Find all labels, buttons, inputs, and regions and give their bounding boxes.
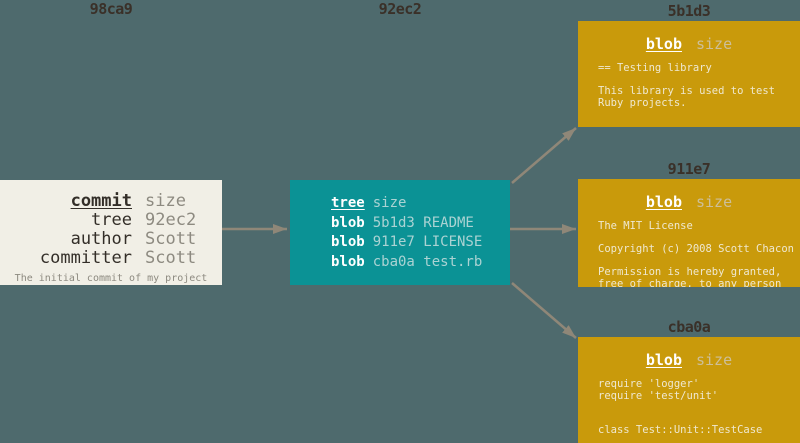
commit-field-value: Scott <box>145 248 197 268</box>
commit-field-row: committer Scott <box>0 249 222 268</box>
tree-entry-type: tree <box>331 195 365 211</box>
tree-entry-type: blob <box>331 253 365 270</box>
tree-entry-detail: cba0a test.rb <box>372 253 483 270</box>
arrow-tree-to-blob-5b1d3 <box>511 127 577 184</box>
tree-entry-detail: size <box>372 195 407 211</box>
commit-field-label: commit <box>70 191 132 211</box>
blob-object-box-5b1d3: blob size == Testing library This library… <box>578 21 800 127</box>
tree-entry-detail: 5b1d3 README <box>372 214 474 231</box>
commit-field-row: tree 92ec2 <box>0 211 222 230</box>
blob-content: The MIT License Copyright (c) 2008 Scott… <box>598 220 794 287</box>
blob-object-box-911e7: blob size The MIT License Copyright (c) 2… <box>578 179 800 287</box>
blob-header: blob size <box>578 193 800 211</box>
commit-object-box: commit size tree 92ec2 author Scott comm… <box>0 180 222 285</box>
blob-hash-label-5b1d3: 5b1d3 <box>667 2 711 20</box>
tree-entry-row: blob cba0a test.rb <box>331 253 510 273</box>
commit-field-label: committer <box>39 248 132 268</box>
tree-entry-detail: 911e7 LICENSE <box>372 234 483 250</box>
commit-field-label: tree <box>91 210 132 230</box>
blob-hash-label-cba0a: cba0a <box>667 318 711 336</box>
tree-object-box: tree size blob 5b1d3 README blob 911e7 LICE… <box>290 180 510 285</box>
tree-entry-type: blob <box>331 214 365 231</box>
commit-hash-label: 98ca9 <box>89 0 133 18</box>
commit-field-row: author Scott <box>0 230 222 249</box>
blob-type-label: blob <box>645 351 682 369</box>
tree-entry-row: blob 5b1d3 README <box>331 214 510 234</box>
blob-size-label: size <box>696 35 733 53</box>
blob-hash-label-911e7: 911e7 <box>667 160 711 178</box>
commit-message: The initial commit of my project <box>14 273 208 284</box>
blob-object-box-cba0a: blob size require 'logger' require 'test/… <box>578 337 800 443</box>
blob-content: == Testing library This library is used … <box>598 62 776 109</box>
commit-field-label: author <box>70 229 132 249</box>
commit-field-value: size <box>145 191 186 211</box>
commit-fields: commit size tree 92ec2 author Scott comm… <box>0 180 222 268</box>
commit-field-value: Scott <box>145 229 197 249</box>
tree-entry-row: blob 911e7 LICENSE <box>331 233 510 253</box>
tree-hash-label: 92ec2 <box>378 0 422 18</box>
blob-content: require 'logger' require 'test/unit' cla… <box>598 378 763 436</box>
blob-size-label: size <box>696 193 733 211</box>
arrow-tree-to-blob-cba0a <box>511 282 577 339</box>
tree-entries: tree size blob 5b1d3 README blob 911e7 LICE… <box>290 180 510 272</box>
blob-type-label: blob <box>645 193 682 211</box>
commit-field-row: commit size <box>0 192 222 211</box>
tree-entry-row: tree size <box>331 194 510 214</box>
commit-field-value: 92ec2 <box>145 210 197 230</box>
blob-header: blob size <box>578 351 800 369</box>
blob-size-label: size <box>696 351 733 369</box>
blob-type-label: blob <box>645 35 682 53</box>
tree-entry-type: blob <box>331 234 365 250</box>
blob-header: blob size <box>578 35 800 53</box>
